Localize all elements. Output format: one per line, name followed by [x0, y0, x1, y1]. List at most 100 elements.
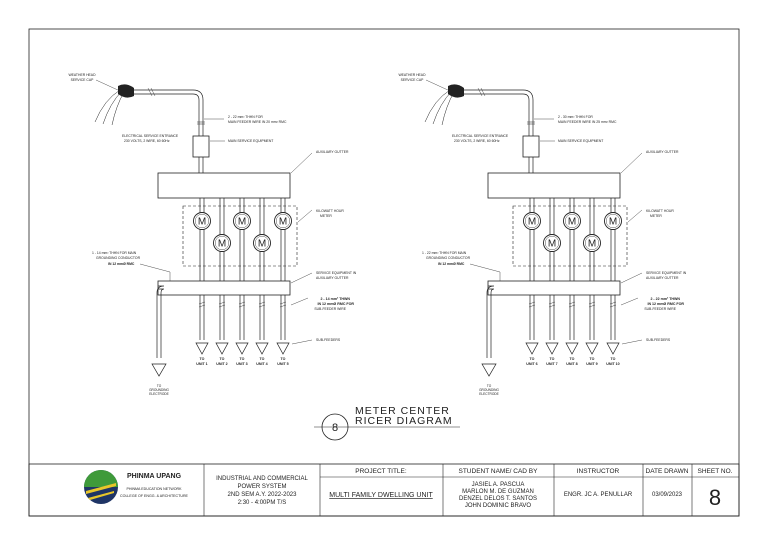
unit-label: UNIT 8 [566, 362, 577, 366]
conduit-break-mark [588, 304, 596, 308]
service-gutter-label: AUXILIARY GUTTER [646, 276, 679, 280]
subfeeders-label: SUB-FEEDERS [646, 338, 671, 342]
leader-line [290, 152, 313, 174]
leader-line [297, 209, 313, 223]
grounding-label: ELECTRODE [149, 392, 168, 396]
leader-line [290, 272, 313, 284]
main-service-equipment [192, 135, 210, 158]
sheet-number: 8 [709, 485, 721, 510]
drawing-title: 8 METER CENTER RICER DIAGRAM [314, 405, 460, 441]
course-line-2: POWER SYSTEM [237, 484, 286, 490]
kwh-meter-letter: M [198, 217, 206, 228]
main-feeder-note: MAIN FEEDER WIRE IN 25 mm² RMC [558, 120, 617, 124]
entrance-note: ELECTRICAL SERVICE ENTRANCE [452, 134, 509, 138]
kwh-meter-inner-ring [524, 213, 539, 228]
unit-to-label: TO [530, 357, 535, 361]
service-equipment-gutter [157, 280, 291, 296]
subfeeder-arrow [235, 342, 249, 355]
unit-label: UNIT 2 [216, 362, 227, 366]
ground-conduit-inner [488, 288, 495, 358]
kwh-meter-letter: M [218, 239, 226, 250]
conduit-break-mark [609, 301, 617, 305]
school-network: PHINMA EDUCATION NETWORK [126, 487, 182, 491]
kwh-meter-circle [523, 212, 541, 230]
leader-line [425, 79, 451, 92]
weather-head-cap [118, 84, 134, 98]
student-2: MARLON M. DE GUZMAN [462, 489, 534, 495]
conduit-break-mark [480, 87, 486, 97]
conduit-break-mark [588, 301, 596, 305]
subfeeder-wire-note: 2 - 22 mm² THWN [650, 297, 680, 301]
kwh-meter-letter: M [528, 217, 536, 228]
grounding-label: GROUNDING [149, 388, 169, 392]
ground-conduit-outer [156, 285, 165, 358]
unit-label: UNIT 3 [236, 362, 247, 366]
conduit-break-mark [568, 304, 576, 308]
unit-to-label: TO [200, 357, 205, 361]
student-4: JOHN DOMINIC BRAVO [465, 503, 532, 509]
main-service-label: MAIN SERVICE EQUIPMENT [228, 139, 273, 143]
course-line-1: INDUSTRIAL AND COMMERCIAL [216, 476, 308, 482]
conduit-break-mark [279, 301, 287, 305]
school-logo [84, 470, 118, 504]
service-drop-wire [441, 91, 455, 126]
student-label: STUDENT NAME/ CAD BY [459, 468, 539, 475]
instructor-name: ENGR. JC A. PENULLAR [564, 492, 633, 498]
unit-label: UNIT 1 [196, 362, 207, 366]
kwh-meter-letter: M [279, 217, 287, 228]
main-service-equipment [522, 135, 540, 158]
conduit-break-mark [238, 304, 246, 308]
leader-line [620, 272, 643, 284]
grounding-electrode-symbol [481, 363, 497, 377]
main-feeder-note: 2 - 30 mm² THHN FOR [558, 115, 593, 119]
auxiliary-gutter [157, 172, 291, 199]
ground-note: IN 12 mmØ RMC [108, 262, 135, 266]
conduit-break-mark [528, 304, 536, 308]
conduit-break-mark [279, 304, 287, 308]
subfeeder-wire-note: IN 12 mmØ RMC FOR [647, 302, 684, 306]
subfeeder-arrow [585, 342, 599, 355]
grounding-label: TO [487, 384, 492, 388]
kwh-meter-letter: M [238, 217, 246, 228]
main-feeder-note: 2 - 22 mm² THHN FOR [228, 115, 263, 119]
school-college: COLLEGE OF ENGG. & ARCHITECTURE [120, 494, 188, 498]
project-title: MULTI FAMILY DWELLING UNIT [329, 492, 433, 499]
unit-to-label: TO [570, 357, 575, 361]
kwh-meter-label: KILOWATT HOUR [316, 209, 344, 213]
service-gutter-label: AUXILIARY GUTTER [316, 276, 349, 280]
detail-number: 8 [332, 422, 338, 434]
leader-line [139, 263, 171, 273]
kwh-meter-letter: M [609, 217, 617, 228]
ground-conduit-outer [486, 285, 495, 358]
kwh-meter-circle [583, 234, 601, 252]
grounding-label: ELECTRODE [479, 392, 498, 396]
service-drop-wire [102, 90, 123, 125]
auxiliary-gutter-label: AUXILIARY GUTTER [646, 150, 679, 154]
title-block: PHINMA UPANG PHINMA EDUCATION NETWORK CO… [28, 463, 740, 517]
conduit-break-mark [198, 301, 206, 305]
kwh-meter-circle [253, 234, 271, 252]
subfeeder-arrow [606, 342, 620, 355]
leader-line [621, 339, 643, 345]
auxiliary-gutter [487, 172, 621, 199]
leader-line [469, 263, 501, 273]
service-drop-wire [94, 89, 121, 123]
drawing-title-line2: RICER DIAGRAM [355, 415, 453, 427]
kwh-meter-inner-ring [544, 235, 559, 250]
ground-note: 1 - 14 mm² THHN FOR MAIN [92, 251, 137, 255]
conduit-break-mark [258, 301, 266, 305]
unit-to-label: TO [281, 357, 286, 361]
conduit-break-mark [150, 87, 156, 97]
kwh-meter-letter: M [548, 239, 556, 250]
kwh-meter-circle [213, 234, 231, 252]
leader-line [95, 79, 121, 92]
course-line-3: 2ND SEM A.Y. 2022-2023 [228, 492, 298, 498]
kwh-meter-letter: M [258, 239, 266, 250]
conduit-break-mark [147, 87, 153, 97]
school-name: PHINMA UPANG [127, 473, 182, 480]
sheet-label: SHEET NO. [698, 468, 733, 475]
ground-note: GROUNDING CONDUCTOR [96, 256, 141, 260]
unit-label: UNIT 7 [546, 362, 557, 366]
